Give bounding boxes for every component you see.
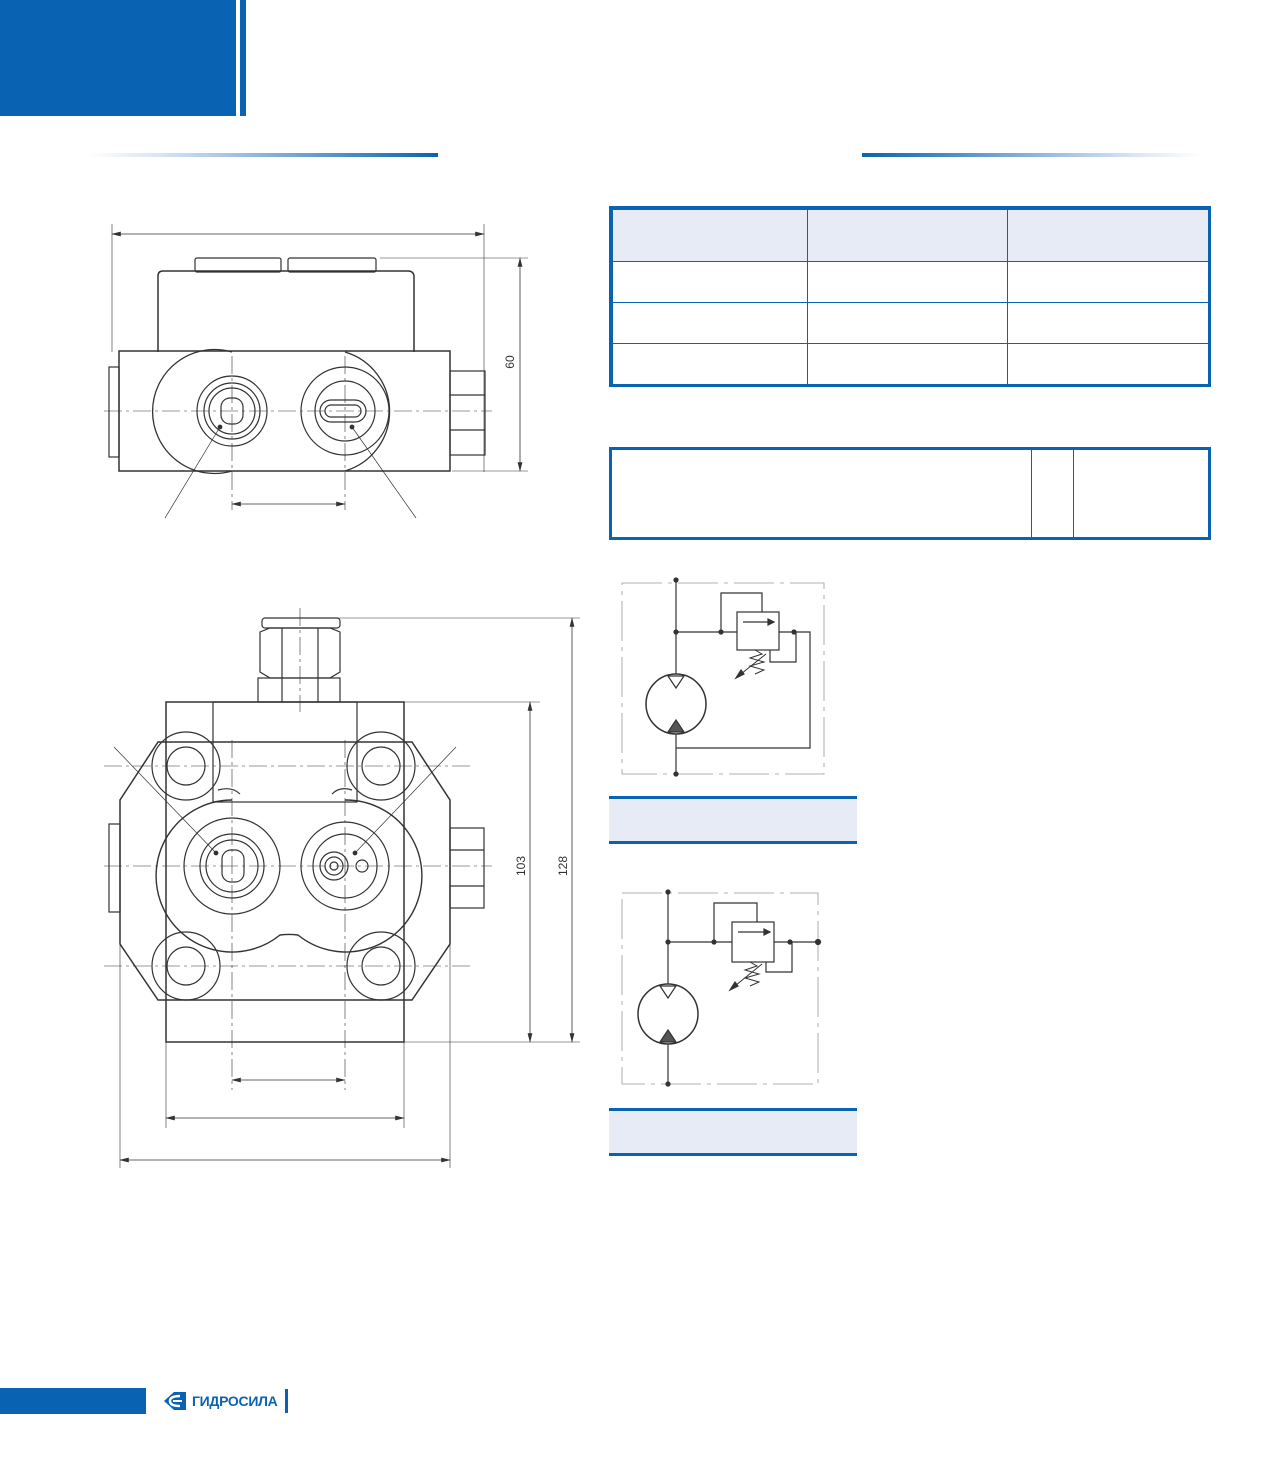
spec-table-row <box>612 343 1209 385</box>
spec-table <box>609 206 1211 387</box>
technical-drawing: 60 <box>104 224 580 1168</box>
header-block <box>0 0 236 116</box>
spec-table-cell <box>807 343 1008 385</box>
order-code-divider <box>1031 450 1032 537</box>
spec-table-header-cell <box>1007 209 1209 262</box>
spec-table-cell <box>612 302 808 344</box>
brand-logo-icon <box>164 1392 186 1410</box>
brand-divider <box>285 1389 289 1413</box>
spec-table-cell <box>1007 343 1209 385</box>
spec-table-cell <box>1007 302 1209 344</box>
spec-table-header-cell <box>612 209 808 262</box>
spec-table-row <box>612 261 1209 303</box>
brand-name: ГИДРОСИЛА <box>192 1393 278 1409</box>
spec-table-cell <box>807 302 1008 344</box>
order-code-box <box>609 447 1211 540</box>
schematic-2 <box>621 889 822 1087</box>
header-stripe <box>240 0 246 116</box>
spec-table-cell <box>1007 261 1209 303</box>
section-rule-left <box>88 153 438 157</box>
dimension-label-60: 60 <box>503 355 517 369</box>
hydraulic-schematics <box>621 577 825 1087</box>
schematic-1 <box>621 577 825 777</box>
brand-logo: ГИДРОСИЛА <box>160 1388 289 1414</box>
dimension-label-103: 103 <box>514 856 528 876</box>
front-view <box>104 608 580 1168</box>
footer-bar <box>0 1388 146 1414</box>
spec-table-cell <box>807 261 1008 303</box>
spec-table-cell <box>612 261 808 303</box>
section-rule-right <box>862 153 1202 157</box>
spec-table-header-cell <box>807 209 1008 262</box>
schematic-caption-2 <box>609 1108 857 1156</box>
spec-table-cell <box>612 343 808 385</box>
schematic-caption-1 <box>609 796 857 844</box>
spec-table-row <box>612 302 1209 344</box>
spec-table-header-row <box>612 209 1209 262</box>
top-view <box>104 224 528 519</box>
dimension-label-128: 128 <box>556 856 570 876</box>
order-code-divider <box>1073 450 1074 537</box>
